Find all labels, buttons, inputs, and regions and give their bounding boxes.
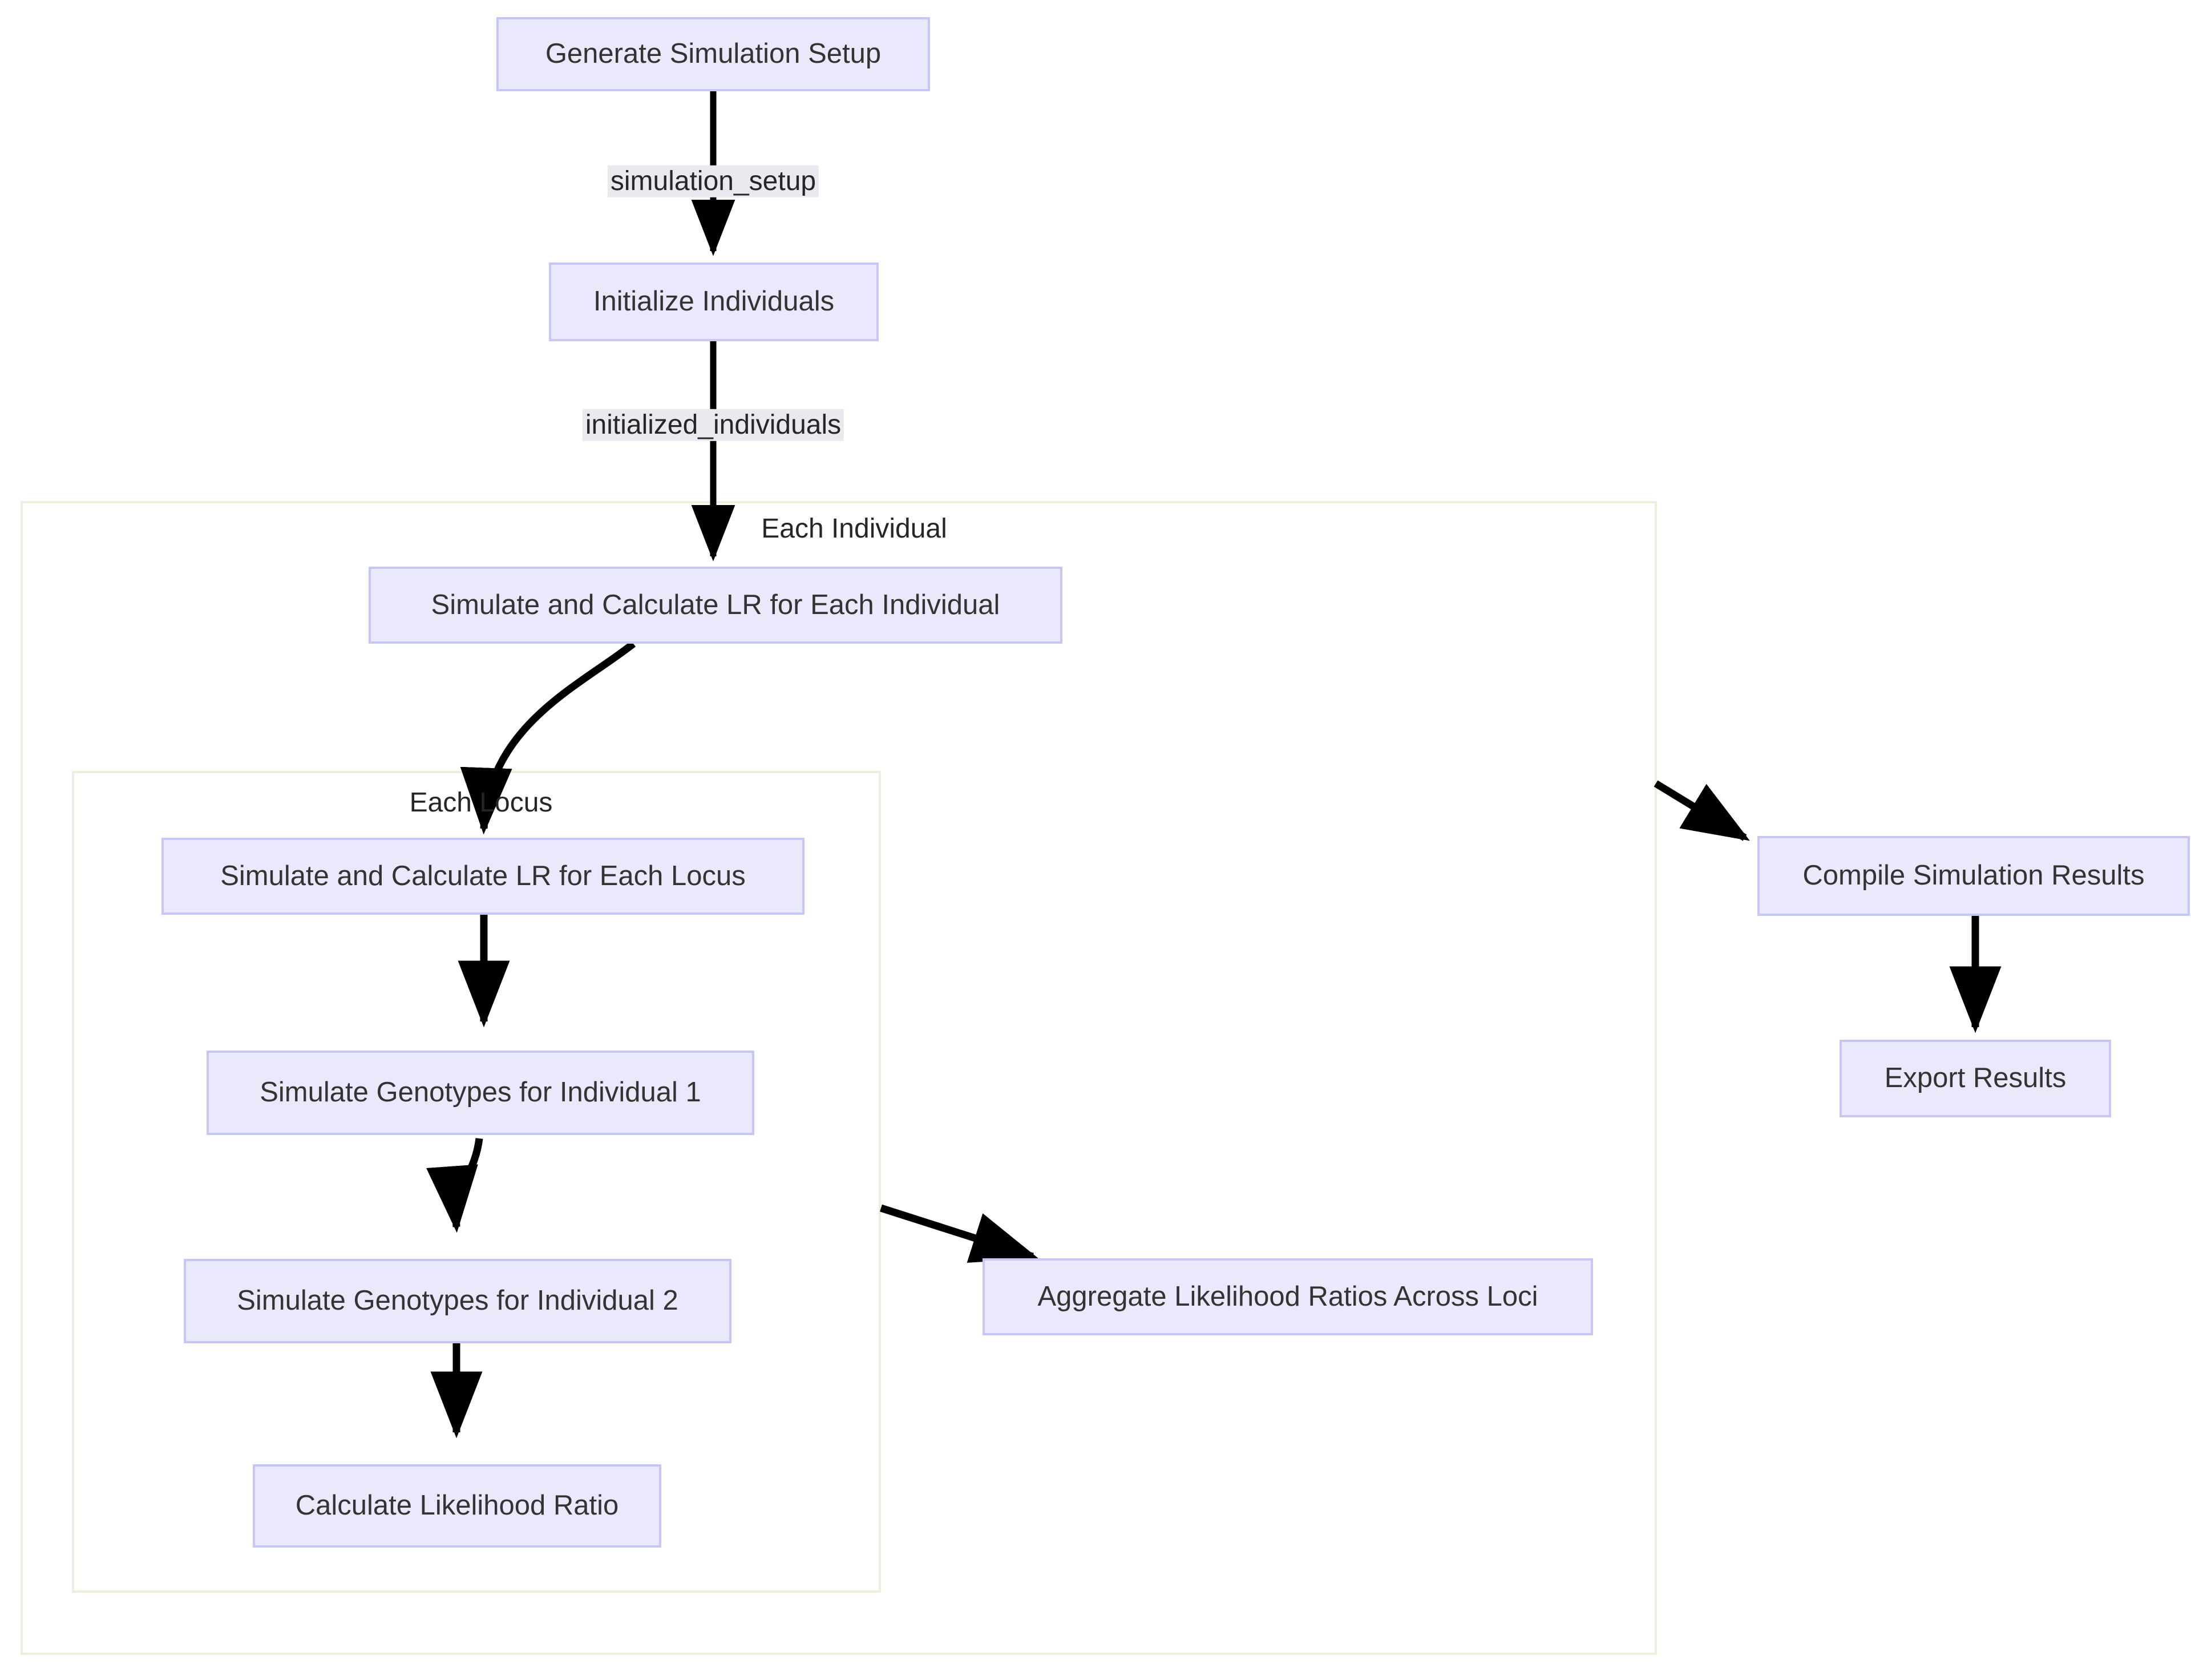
node-initialize-individuals[interactable]: Initialize Individuals (549, 262, 879, 341)
node-aggregate-likelihood-ratios-across-loci[interactable]: Aggregate Likelihood Ratios Across Loci (983, 1258, 1593, 1335)
edge-label-each-individual: Each Individual (761, 513, 947, 544)
node-compile-simulation-results[interactable]: Compile Simulation Results (1757, 836, 2190, 916)
node-label: Simulate and Calculate LR for Each Indiv… (431, 589, 1000, 620)
node-label: Initialize Individuals (593, 286, 835, 317)
node-calculate-likelihood-ratio[interactable]: Calculate Likelihood Ratio (253, 1464, 661, 1548)
subgraph-each-individual (21, 501, 1657, 1655)
node-label: Export Results (1884, 1063, 2067, 1094)
node-label: Generate Simulation Setup (545, 38, 882, 70)
node-label: Simulate and Calculate LR for Each Locus (220, 860, 746, 891)
node-label: Simulate Genotypes for Individual 2 (237, 1285, 678, 1316)
node-simulate-calculate-lr-each-locus[interactable]: Simulate and Calculate LR for Each Locus (161, 838, 805, 915)
node-simulate-genotypes-individual-2[interactable]: Simulate Genotypes for Individual 2 (184, 1259, 731, 1343)
node-simulate-calculate-lr-each-individual[interactable]: Simulate and Calculate LR for Each Indiv… (369, 567, 1062, 644)
node-label: Compile Simulation Results (1802, 860, 2145, 891)
node-simulate-genotypes-individual-1[interactable]: Simulate Genotypes for Individual 1 (207, 1051, 754, 1135)
node-export-results[interactable]: Export Results (1840, 1040, 2111, 1117)
edge-label-each-locus: Each Locus (409, 787, 553, 818)
edge-label-initialized-individuals: initialized_individuals (582, 409, 844, 442)
node-label: Calculate Likelihood Ratio (295, 1490, 619, 1521)
edge-label-simulation-setup: simulation_setup (607, 165, 819, 198)
node-label: Simulate Genotypes for Individual 1 (260, 1077, 701, 1108)
edge-each-individual-group-to-compile-results (1654, 780, 1750, 841)
node-label: Aggregate Likelihood Ratios Across Loci (1037, 1281, 1538, 1312)
node-generate-simulation-setup[interactable]: Generate Simulation Setup (496, 17, 930, 91)
